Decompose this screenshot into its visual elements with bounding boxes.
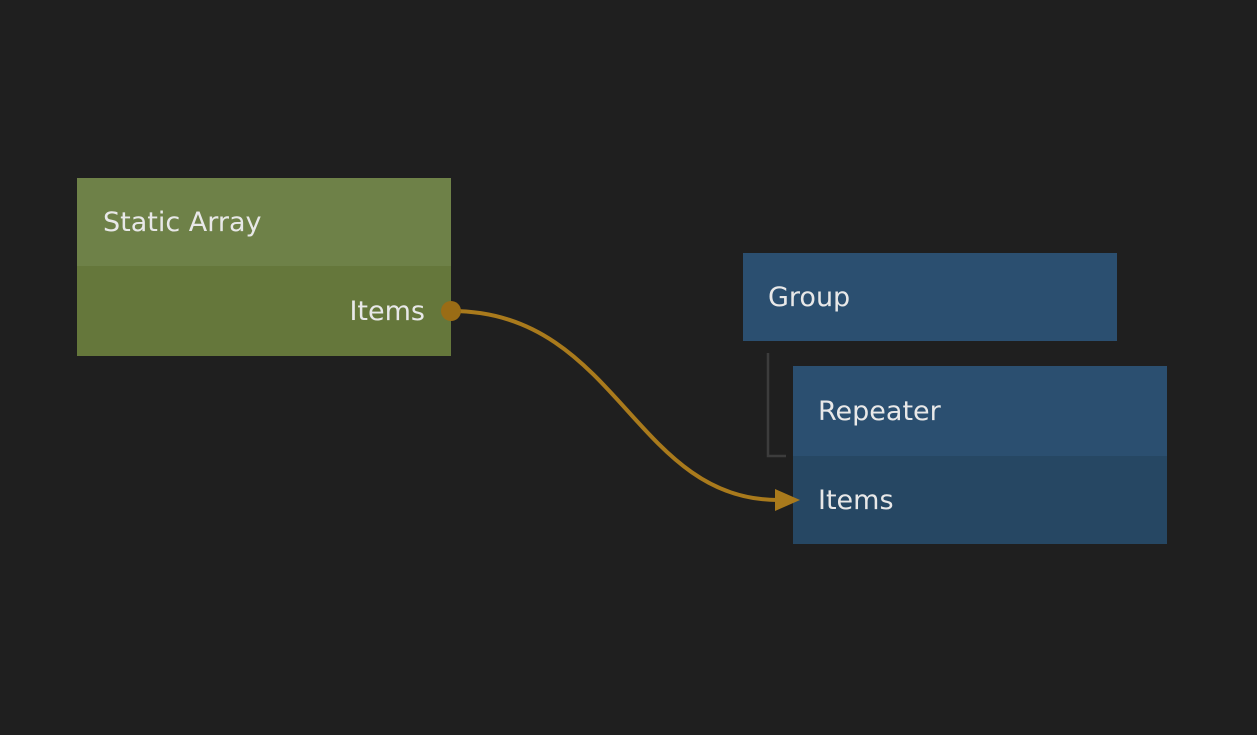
node-group-title: Group (768, 281, 851, 313)
node-repeater[interactable]: Repeater Items (793, 366, 1167, 544)
output-port-label-items: Items (349, 295, 425, 327)
group-child-connector-line (766, 353, 786, 458)
node-static-array-title: Static Array (103, 206, 262, 238)
node-repeater-title: Repeater (818, 395, 941, 427)
output-port-items[interactable] (441, 301, 461, 321)
node-repeater-header[interactable]: Repeater (793, 366, 1167, 456)
node-static-array-output-row[interactable]: Items (77, 266, 451, 356)
connection-wire[interactable] (449, 309, 780, 502)
node-group-header[interactable]: Group (743, 253, 1117, 341)
node-static-array-header[interactable]: Static Array (77, 178, 451, 266)
connection-arrowhead-icon (775, 489, 800, 511)
node-repeater-input-row[interactable]: Items (793, 456, 1167, 544)
input-port-label-items: Items (818, 484, 894, 516)
node-static-array[interactable]: Static Array Items (77, 178, 451, 356)
node-group[interactable]: Group (743, 253, 1117, 341)
